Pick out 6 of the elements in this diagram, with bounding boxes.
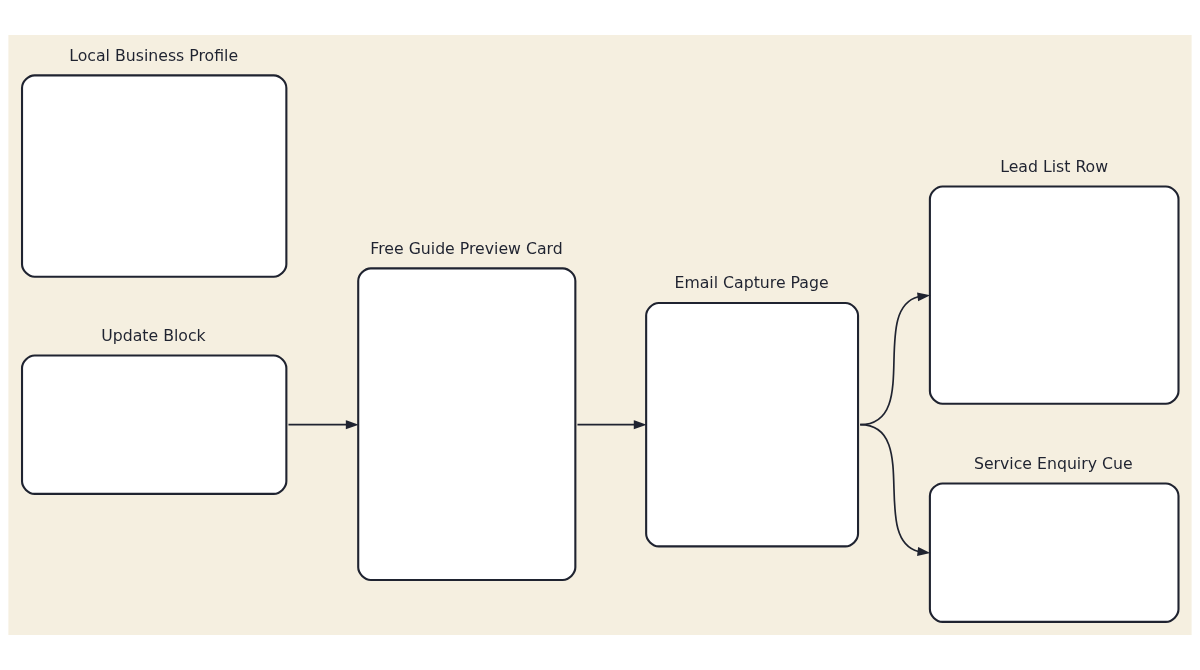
node-label: Local Business Profile: [69, 45, 239, 65]
node-label: Email Capture Page: [674, 273, 829, 293]
node-label: Service Enquiry Cue: [973, 453, 1133, 473]
node-label: Lead List Row: [1000, 156, 1109, 176]
node-label: Update Block: [101, 325, 206, 345]
node-label: Free Guide Preview Card: [370, 238, 563, 258]
